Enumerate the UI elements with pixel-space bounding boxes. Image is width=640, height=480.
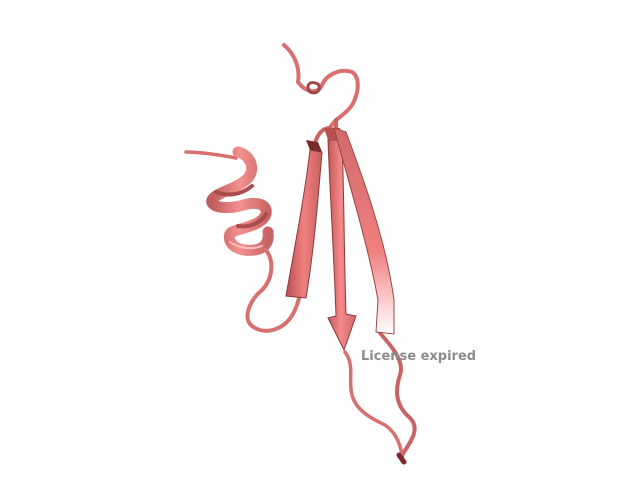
- license-expired-watermark: License expired: [361, 349, 477, 364]
- alpha-helix: [206, 146, 274, 256]
- beta-strand-1: [285, 140, 323, 299]
- beta-strand-3: [333, 127, 395, 335]
- coil-helix-to-strand: [245, 248, 302, 333]
- coil-end-cap: [396, 452, 407, 465]
- coil-n-terminal: [184, 150, 238, 160]
- coil-top-loop: [282, 43, 360, 130]
- coil-top-knot: [306, 81, 321, 95]
- coil-tail-middle: [343, 350, 404, 457]
